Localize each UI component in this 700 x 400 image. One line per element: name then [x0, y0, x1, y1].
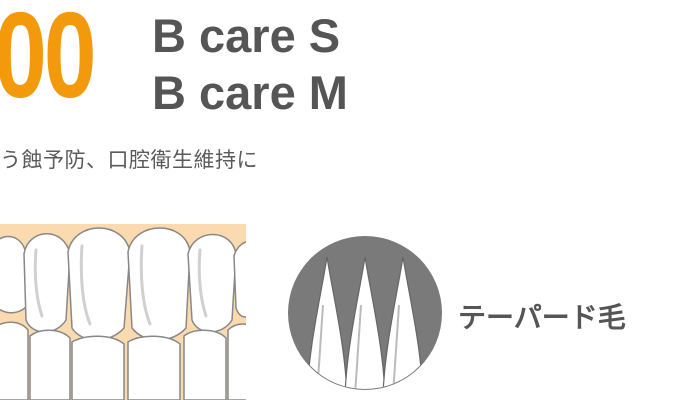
- bristle-label: テーパード毛: [458, 301, 626, 334]
- product-name-s: B care S: [152, 9, 341, 62]
- tapered-bristles-icon: [287, 235, 443, 391]
- model-number: 00: [0, 0, 97, 123]
- description-text: う蝕予防、口腔衛生維持に: [0, 148, 258, 172]
- product-name-m: B care M: [152, 66, 348, 119]
- teeth-illustration-icon: [0, 224, 246, 400]
